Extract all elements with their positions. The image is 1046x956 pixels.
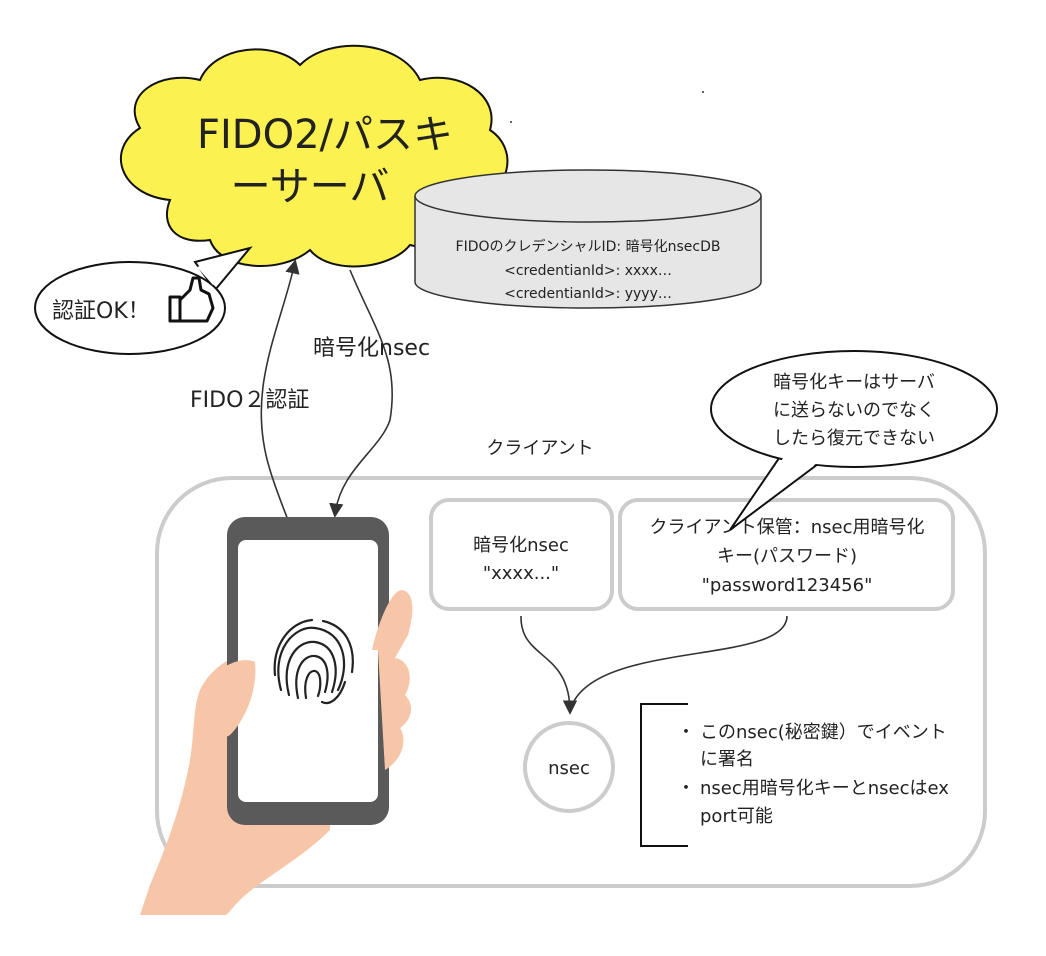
stray-dot [510,121,512,123]
note-1-line1: このnsec(秘密鍵）でイベント [700,722,947,743]
note-2-bullet: ・ [677,778,695,799]
db-row-1: <credentianId>: xxxx… [504,263,672,279]
note-1-line2: に署名 [700,749,754,770]
fido2-server-cloud: FIDO2/パスキ ーサーバ [120,44,509,268]
key-box-line3: "password123456" [702,575,873,596]
thumbs-up-icon [168,276,215,323]
encryption-key-box [618,498,955,611]
note-1-bullet: ・ [677,722,695,743]
nsec-node [523,721,615,813]
notes-bracket [640,703,688,847]
db-header: FIDOのクレデンシャルID: 暗号化nsecDB [456,238,721,255]
nsec-node-label: nsec [548,758,590,779]
key-bubble-line3: したら復元できない [773,428,935,449]
client-label: クライアント [486,438,593,459]
server-title-line2: ーサーバ [231,164,390,210]
auth-ok-bubble: 認証OK！ [34,246,253,355]
auth-ok-text: 認証OK！ [52,299,150,324]
nsec-from-encrypted-arrow [520,615,578,715]
hand-holding-phone [140,517,413,915]
note-2-line1: nsec用暗号化キーとnsecはex [700,778,949,799]
encrypted-nsec-arrow-label: 暗号化nsec [313,336,430,361]
encrypted-nsec-box-line2: "xxxx..." [483,563,559,584]
nsec-from-key-arrow [571,615,788,706]
stray-dot [702,91,704,93]
client-container [155,476,987,888]
key-bubble-line2: に送らないのでなく [773,400,935,421]
server-title-line1: FIDO2/パスキ [197,112,453,158]
fingerprint-icon [273,618,354,705]
note-2-line2: port可能 [700,806,773,827]
key-box-line2: キー(パスワード) [717,546,857,567]
encrypted-nsec-box-line1: 暗号化nsec [473,535,569,556]
key-box-line1: クライアント保管：nsec用暗号化 [649,517,924,538]
db-row-2: <credentianId>: yyyy… [504,286,672,302]
nsec-database: FIDOのクレデンシャルID: 暗号化nsecDB <credentianId>… [414,169,762,309]
key-warning-bubble: 暗号化キーはサーバ に送らないのでなく したら復元できない [710,350,998,531]
fido-auth-label: FIDO２認証 [190,388,309,413]
encrypted-nsec-arrow [329,269,394,518]
encrypted-nsec-box [429,498,614,611]
key-bubble-line1: 暗号化キーはサーバ [773,372,935,393]
